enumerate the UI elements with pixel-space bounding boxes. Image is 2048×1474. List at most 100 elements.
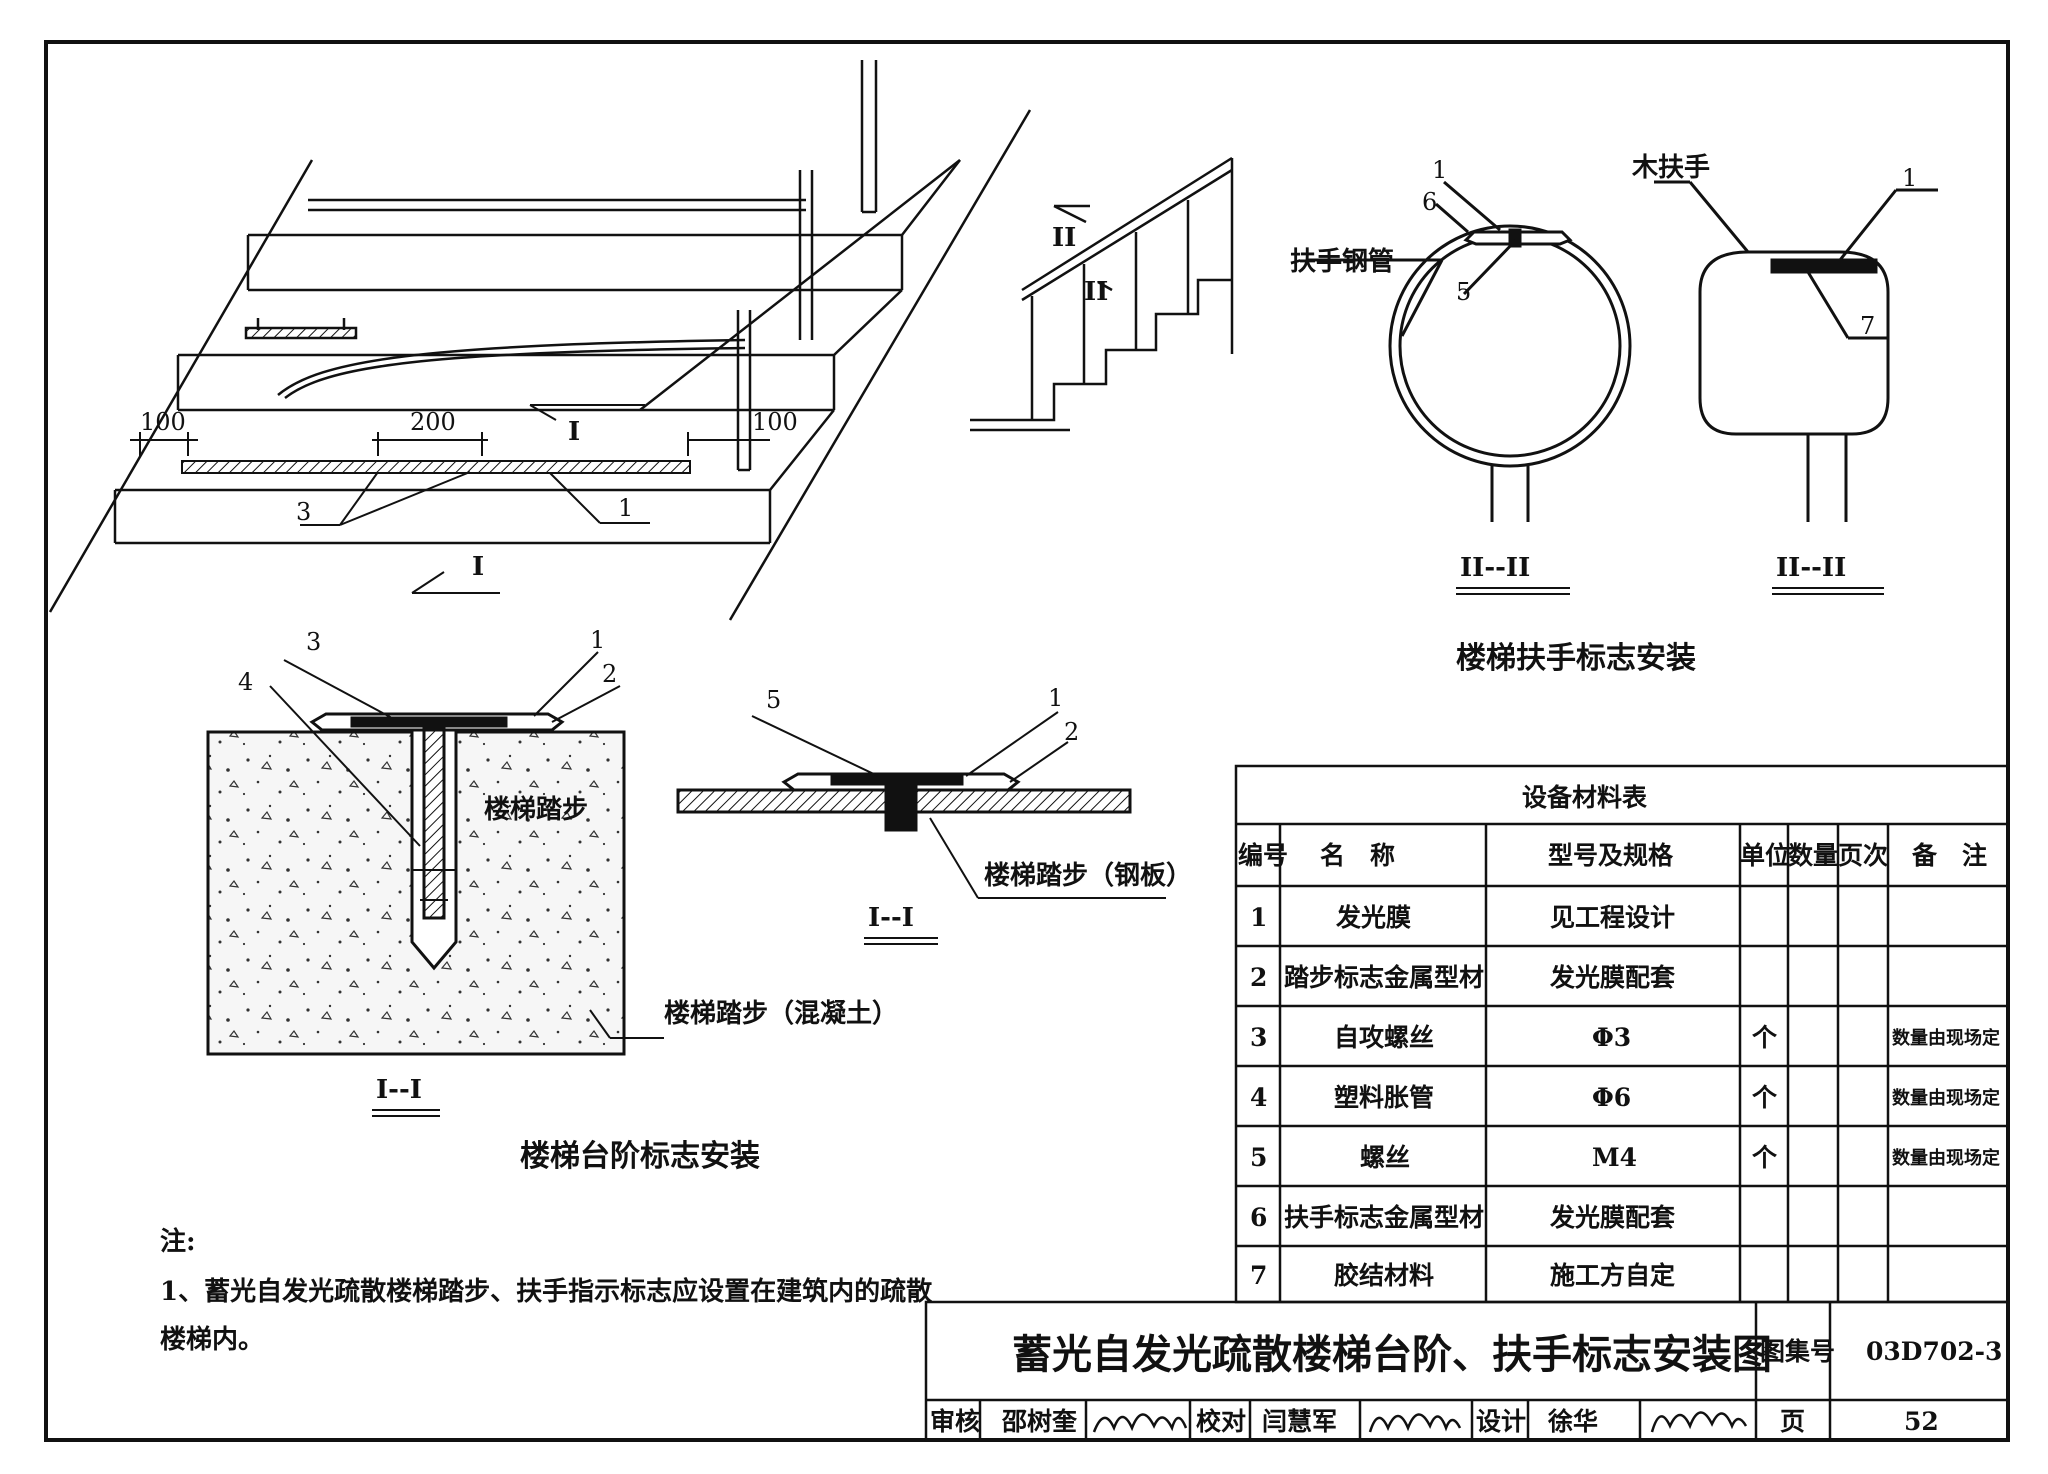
callout-1: 1 xyxy=(618,494,633,522)
page-label: 页 xyxy=(1780,1407,1805,1436)
concrete-callout-4: 4 xyxy=(238,668,253,696)
table-row: 5 螺丝 M4 个 数量由现场定 xyxy=(1250,1143,2000,1172)
wood-callout-7: 7 xyxy=(1860,312,1875,340)
wood-caption: II--II xyxy=(1776,553,1846,583)
section-mark-upper: I xyxy=(568,417,580,447)
table-header-row: 编号 名 称 型号及规格 单位 数量 页次 备 注 xyxy=(1238,841,1987,870)
cell-spec: Φ6 xyxy=(1592,1083,1631,1112)
label-steel: 楼梯踏步（钢板） xyxy=(984,860,1192,891)
header-no: 编号 xyxy=(1238,841,1288,870)
table-row: 1 发光膜 见工程设计 xyxy=(1250,903,1675,932)
cell-spec: 施工方自定 xyxy=(1550,1261,1675,1290)
cell-spec: Φ3 xyxy=(1592,1023,1631,1052)
cell-name: 自攻螺丝 xyxy=(1334,1023,1434,1052)
cell-spec: M4 xyxy=(1592,1143,1637,1172)
wood-handrail-section xyxy=(1654,180,1938,522)
rail-mark-top: II xyxy=(1052,223,1076,253)
header-unit: 单位 xyxy=(1740,841,1790,870)
handrail-caption: 楼梯扶手标志安装 xyxy=(1456,641,1696,676)
table-row: 4 塑料胀管 Φ6 个 数量由现场定 xyxy=(1250,1083,2000,1112)
reviewer-name: 邵树奎 xyxy=(1001,1407,1078,1436)
cell-no: 4 xyxy=(1250,1083,1267,1112)
luminous-strip xyxy=(181,460,691,474)
concrete-caption: I--I xyxy=(376,1075,422,1105)
cell-name: 胶结材料 xyxy=(1334,1261,1434,1290)
cell-name: 塑料胀管 xyxy=(1334,1083,1434,1112)
label-pipe: 扶手钢管 xyxy=(1290,247,1394,277)
pipe-handrail-section xyxy=(1308,180,1632,522)
stair-perspective-view xyxy=(48,60,1032,621)
cell-remark: 数量由现场定 xyxy=(1892,1147,2000,1169)
pipe-callout-1: 1 xyxy=(1432,156,1447,184)
cell-unit: 个 xyxy=(1752,1143,1778,1172)
atlas-label: 图集号 xyxy=(1760,1337,1835,1366)
dim-right-100: 100 xyxy=(752,408,798,436)
dim-left-100: 100 xyxy=(140,408,186,436)
cell-name: 踏步标志金属型材 xyxy=(1284,963,1484,992)
cell-spec: 发光膜配套 xyxy=(1549,1203,1676,1232)
label-wood: 木扶手 xyxy=(1631,153,1710,183)
callout-3: 3 xyxy=(296,498,311,526)
steel-callout-2: 2 xyxy=(1064,718,1079,746)
cell-no: 7 xyxy=(1250,1261,1267,1290)
cell-unit: 个 xyxy=(1752,1083,1778,1112)
pipe-caption: II--II xyxy=(1460,553,1530,583)
concrete-callout-1: 1 xyxy=(590,626,605,654)
header-remark: 备 注 xyxy=(1911,841,1987,870)
header-page: 页次 xyxy=(1838,841,1888,870)
header-qty: 数量 xyxy=(1788,841,1838,870)
wood-callout-1: 1 xyxy=(1902,164,1917,192)
designer-signature xyxy=(1650,1411,1748,1433)
check-label: 校对 xyxy=(1196,1407,1246,1436)
steel-step-section xyxy=(676,772,1132,832)
review-label: 审核 xyxy=(930,1407,980,1436)
checker-signature xyxy=(1368,1413,1462,1433)
cell-name: 扶手标志金属型材 xyxy=(1284,1203,1484,1232)
section-mark-lower: I xyxy=(472,552,484,582)
pipe-callout-6: 6 xyxy=(1422,188,1437,216)
table-row: 3 自攻螺丝 Φ3 个 数量由现场定 xyxy=(1250,1023,2000,1052)
materials-table-title: 设备材料表 xyxy=(1522,783,1648,812)
atlas-number: 03D702-3 xyxy=(1866,1337,2002,1366)
notes-line-1: 1、蓄光自发光疏散楼梯踏步、扶手指示标志应设置在建筑内的疏散 xyxy=(160,1276,932,1307)
rail-sketch xyxy=(970,156,1234,432)
title-block xyxy=(924,1300,2010,1442)
concrete-step-section xyxy=(206,712,626,1056)
step-caption: 楼梯台阶标志安装 xyxy=(520,1139,760,1174)
label-concrete: 楼梯踏步（混凝土） xyxy=(664,998,898,1029)
materials-table xyxy=(1234,764,2010,1304)
notes-heading: 注: xyxy=(160,1226,196,1257)
cell-name: 发光膜 xyxy=(1335,903,1411,932)
steel-caption: I--I xyxy=(868,903,914,933)
steel-leaders xyxy=(751,711,1166,899)
cell-no: 1 xyxy=(1250,903,1267,932)
cell-no: 6 xyxy=(1250,1203,1267,1232)
design-label: 设计 xyxy=(1476,1407,1526,1436)
cell-no: 2 xyxy=(1250,963,1267,992)
concrete-callout-2: 2 xyxy=(602,660,617,688)
label-step: 楼梯踏步 xyxy=(484,794,588,825)
steel-callout-1: 1 xyxy=(1048,684,1063,712)
rail-mark-mid: II xyxy=(1084,277,1108,307)
checker-name: 闫慧军 xyxy=(1262,1407,1337,1436)
cell-remark: 数量由现场定 xyxy=(1892,1087,2000,1109)
header-spec: 型号及规格 xyxy=(1548,841,1674,870)
drawing-title: 蓄光自发光疏散楼梯台阶、扶手标志安装图 xyxy=(1012,1331,1772,1378)
designer-name: 徐华 xyxy=(1547,1407,1598,1436)
cell-remark: 数量由现场定 xyxy=(1892,1027,2000,1049)
cell-unit: 个 xyxy=(1752,1023,1778,1052)
notes-line-2: 楼梯内。 xyxy=(160,1325,264,1355)
table-row: 6 扶手标志金属型材 发光膜配套 xyxy=(1250,1203,1676,1232)
cell-spec: 发光膜配套 xyxy=(1549,963,1676,992)
dimension-lines xyxy=(130,404,770,594)
header-name: 名 称 xyxy=(1320,841,1395,870)
pipe-callout-5: 5 xyxy=(1456,278,1471,306)
dim-200: 200 xyxy=(410,408,456,436)
page-number: 52 xyxy=(1904,1407,1939,1436)
concrete-leaders xyxy=(269,651,664,1039)
reviewer-signature xyxy=(1092,1413,1188,1433)
cell-no: 5 xyxy=(1250,1143,1267,1172)
table-row: 2 踏步标志金属型材 发光膜配套 xyxy=(1250,963,1676,992)
concrete-callout-3: 3 xyxy=(306,628,321,656)
